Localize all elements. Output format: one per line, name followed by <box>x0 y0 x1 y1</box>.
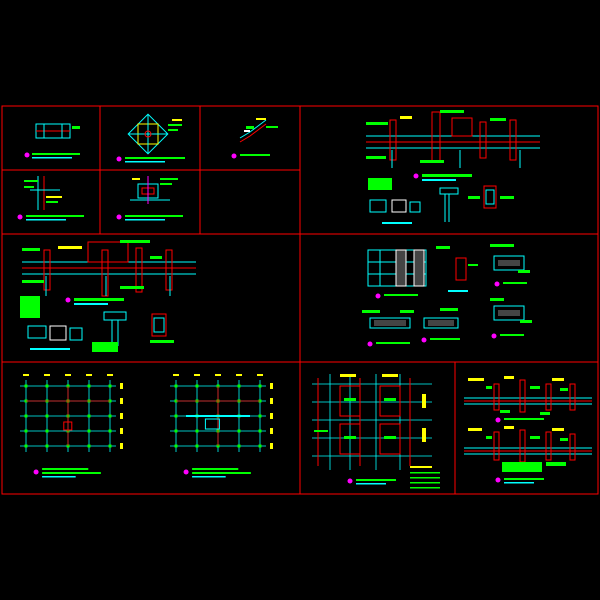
panel-detail-2 <box>116 113 185 163</box>
panel-detail-3 <box>231 118 278 159</box>
sheet-frame <box>1 105 599 495</box>
panel-details-grid <box>362 244 532 347</box>
panel-elevation-3 <box>464 376 592 484</box>
panel-elevation-1 <box>366 110 540 224</box>
panel-plan-2 <box>170 374 273 478</box>
panel-detail-5 <box>116 176 183 221</box>
panel-detail-4 <box>17 176 84 221</box>
panel-elevation-2 <box>20 240 196 352</box>
panel-plan-3 <box>312 374 440 489</box>
panel-detail-1 <box>24 123 80 159</box>
panel-plan-1 <box>20 374 123 478</box>
